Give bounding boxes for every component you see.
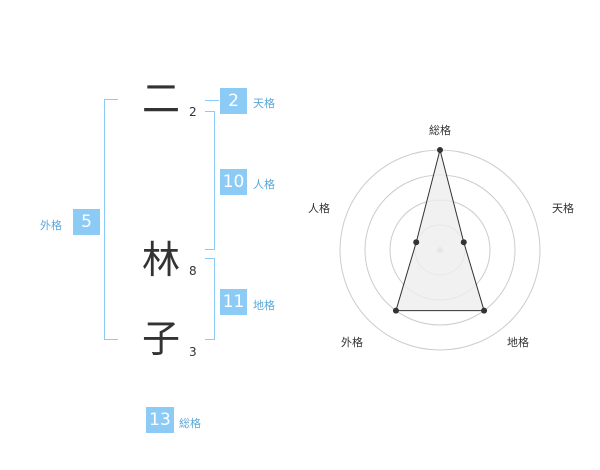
soukaku-label: 総格 [179,417,201,430]
soukaku-value: 13 [146,407,174,433]
radar-polygon-group [392,147,488,314]
chikaku-bracket [205,258,215,340]
gaikaku-label: 外格 [40,219,62,232]
radar-axis-label: 天格 [552,201,574,215]
radar-point-4 [392,307,399,314]
name-char-2: 林 [142,238,181,282]
radar-point-3 [481,307,488,314]
gaikaku-value: 5 [73,209,100,235]
name-char-1: 二 [142,77,181,121]
jinkaku-value: 10 [220,169,247,195]
radar-axis-label: 外格 [341,335,363,349]
stroke-count-2: 8 [189,264,197,278]
stroke-count-3: 3 [189,345,197,359]
radar-polygon [395,149,485,312]
stroke-count-1: 2 [189,105,197,119]
radar-axis-label: 人格 [308,201,330,215]
jinkaku-bracket [205,111,215,250]
chikaku-label: 地格 [253,299,275,312]
radar-axis-label: 総格 [429,123,451,137]
name-char-3: 子 [142,317,181,361]
tenkaku-connector [205,100,219,101]
tenkaku-label: 天格 [253,97,275,110]
chikaku-value: 11 [220,289,247,315]
tenkaku-value: 2 [220,88,247,114]
jinkaku-label: 人格 [253,178,275,191]
radar-point-1 [437,147,443,153]
radar-axis-label: 地格 [507,335,529,349]
gaikaku-bracket [104,99,118,340]
radar-point-2 [460,239,467,246]
radar-point-5 [413,239,420,246]
